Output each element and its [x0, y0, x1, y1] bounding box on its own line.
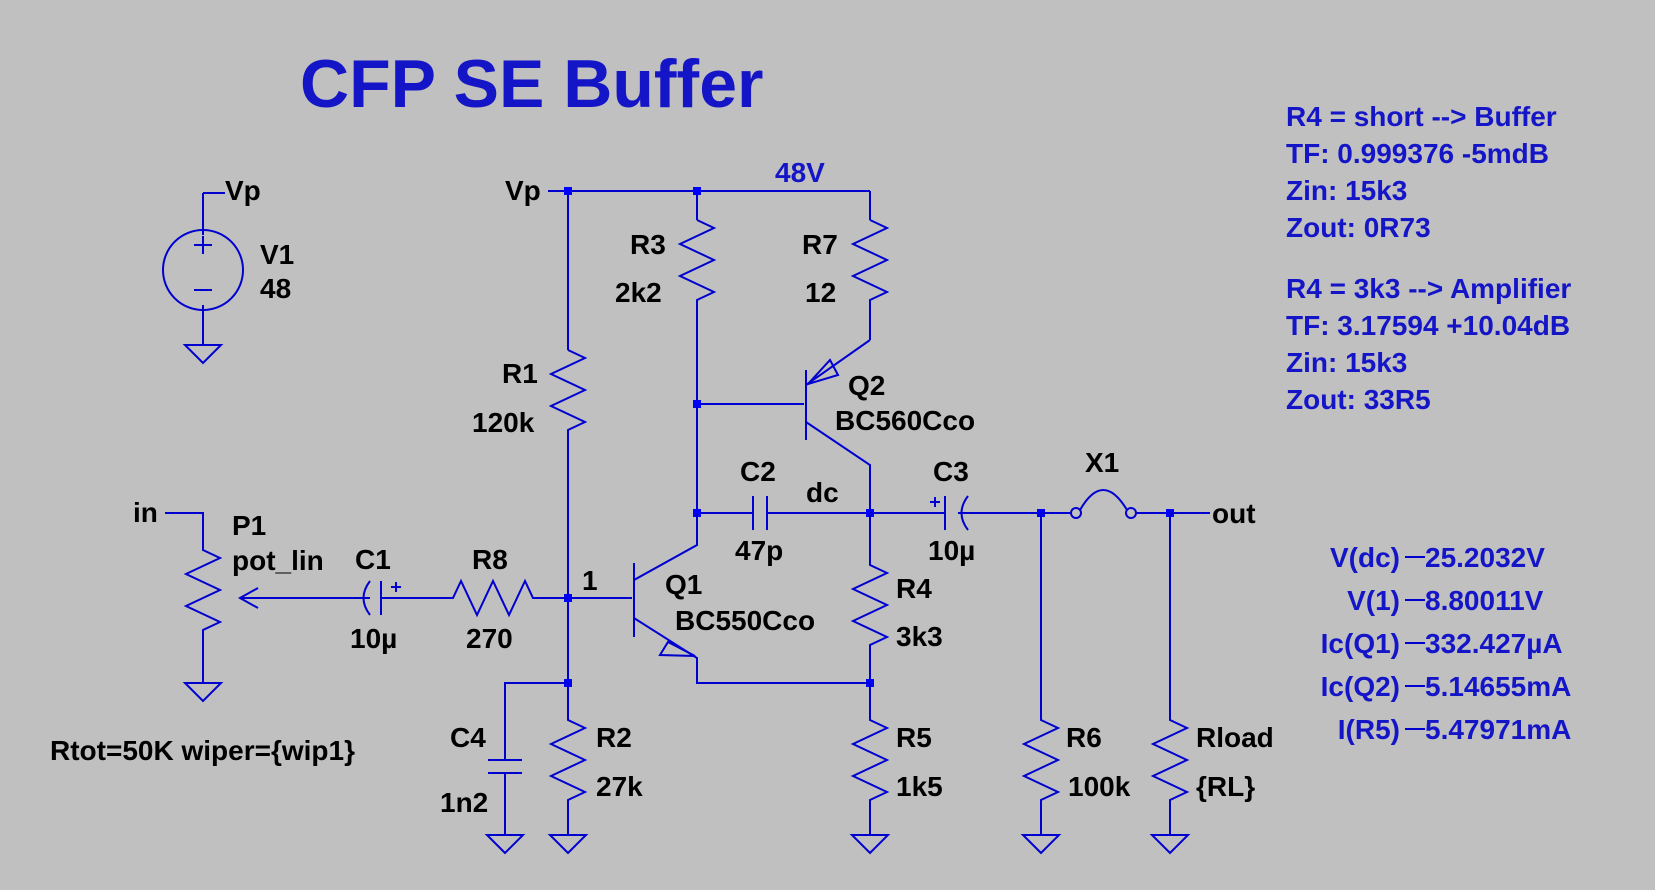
x1-subcircuit[interactable]: [1041, 489, 1170, 519]
r1-resistor[interactable]: [548, 349, 588, 683]
r6-resistor[interactable]: [1021, 513, 1061, 835]
net-label-dc: dc: [806, 477, 839, 508]
vp-rail: [548, 187, 871, 350]
r3-name: R3: [630, 229, 666, 260]
q1-value: BC550Cco: [675, 605, 815, 636]
ground-symbol-rload: [1149, 834, 1191, 855]
measurement-label: I(R5): [1338, 714, 1400, 745]
r5-resistor[interactable]: [850, 683, 890, 835]
p1-value: pot_lin: [232, 545, 324, 576]
r6-name: R6: [1066, 722, 1102, 753]
r3-resistor[interactable]: [677, 219, 717, 404]
rload-value: {RL}: [1196, 771, 1255, 802]
c4-value: 1n2: [440, 787, 488, 818]
r8-value: 270: [466, 623, 513, 654]
p1-potentiometer[interactable]: [165, 512, 260, 683]
p1-params: Rtot=50K wiper={wip1}: [50, 735, 355, 766]
r7-name: R7: [802, 229, 838, 260]
p1-name: P1: [232, 510, 266, 541]
r1-name: R1: [502, 358, 538, 389]
ground-symbol-r5: [849, 834, 891, 855]
c3-capacitor[interactable]: [870, 495, 1041, 531]
measurement-label: Ic(Q1): [1321, 628, 1400, 659]
measurement-value: 5.14655mA: [1425, 671, 1571, 702]
r5-name: R5: [896, 722, 932, 753]
note-line: Zin: 15k3: [1286, 347, 1407, 378]
c3-value: 10µ: [928, 535, 975, 566]
ground-symbol-r2: [547, 834, 589, 855]
c4-capacitor[interactable]: [488, 759, 522, 835]
r8-name: R8: [472, 544, 508, 575]
rload-resistor[interactable]: [1150, 513, 1190, 835]
ground-symbol-p1: [182, 682, 224, 703]
note-line: TF: 3.17594 +10.04dB: [1286, 310, 1570, 341]
ground-symbol-v1: [182, 344, 224, 365]
r4-name: R4: [896, 573, 932, 604]
notes-block: R4 = short --> Buffer TF: 0.999376 -5mdB…: [1286, 101, 1571, 415]
r7-value: 12: [805, 277, 836, 308]
r4-value: 3k3: [896, 621, 943, 652]
x1-name: X1: [1085, 447, 1119, 478]
ground-symbol-r6: [1020, 834, 1062, 855]
r1-value: 120k: [472, 407, 535, 438]
q1-transistor[interactable]: [564, 513, 870, 684]
c1-capacitor[interactable]: [240, 580, 401, 616]
net-label-vp-source: Vp: [225, 175, 261, 206]
r2-name: R2: [596, 722, 632, 753]
q1-name: Q1: [665, 569, 702, 600]
note-line: Zin: 15k3: [1286, 175, 1407, 206]
v1-name: V1: [260, 239, 294, 270]
note-line: R4 = short --> Buffer: [1286, 101, 1557, 132]
net-label-vp-rail: Vp: [505, 175, 541, 206]
r2-value: 27k: [596, 771, 643, 802]
net-label-in: in: [133, 497, 158, 528]
measurement-value: 8.80011V: [1425, 585, 1544, 616]
note-line: Zout: 0R73: [1286, 212, 1431, 243]
measurement-label: Ic(Q2): [1321, 671, 1400, 702]
q2-name: Q2: [848, 370, 885, 401]
note-line: Zout: 33R5: [1286, 384, 1431, 415]
c2-name: C2: [740, 456, 776, 487]
r6-value: 100k: [1068, 771, 1131, 802]
ground-symbol-c4: [484, 834, 526, 855]
c1-value: 10µ: [350, 623, 397, 654]
r3-value: 2k2: [615, 277, 662, 308]
schematic-title: CFP SE Buffer: [300, 46, 763, 122]
measurement-value: 25.2032V: [1425, 542, 1545, 573]
measurement-value: 332.427µA: [1425, 628, 1563, 659]
measurements-block: V(dc) 25.2032V V(1) 8.80011V Ic(Q1) 332.…: [1321, 542, 1572, 745]
q2-value: BC560Cco: [835, 405, 975, 436]
note-line: R4 = 3k3 --> Amplifier: [1286, 273, 1571, 304]
measurement-label: V(dc): [1330, 542, 1400, 573]
rload-name: Rload: [1196, 722, 1274, 753]
measurement-value: 5.47971mA: [1425, 714, 1571, 745]
c4-name: C4: [450, 722, 486, 753]
r8-resistor[interactable]: [397, 578, 568, 618]
net-label-out: out: [1212, 498, 1256, 529]
c3-name: C3: [933, 456, 969, 487]
note-line: TF: 0.999376 -5mdB: [1286, 138, 1549, 169]
net-label-1: 1: [582, 565, 598, 596]
r2-resistor[interactable]: [548, 683, 588, 835]
c2-value: 47p: [735, 535, 783, 566]
c1-name: C1: [355, 544, 391, 575]
v1-voltage-source[interactable]: [162, 192, 244, 345]
r5-value: 1k5: [896, 771, 943, 802]
measurement-label: V(1): [1347, 585, 1400, 616]
v1-value: 48: [260, 273, 291, 304]
r4-resistor[interactable]: [850, 513, 890, 683]
net-label-48v: 48V: [775, 157, 825, 188]
junction-bias: [504, 679, 572, 760]
r7-resistor[interactable]: [850, 219, 890, 340]
